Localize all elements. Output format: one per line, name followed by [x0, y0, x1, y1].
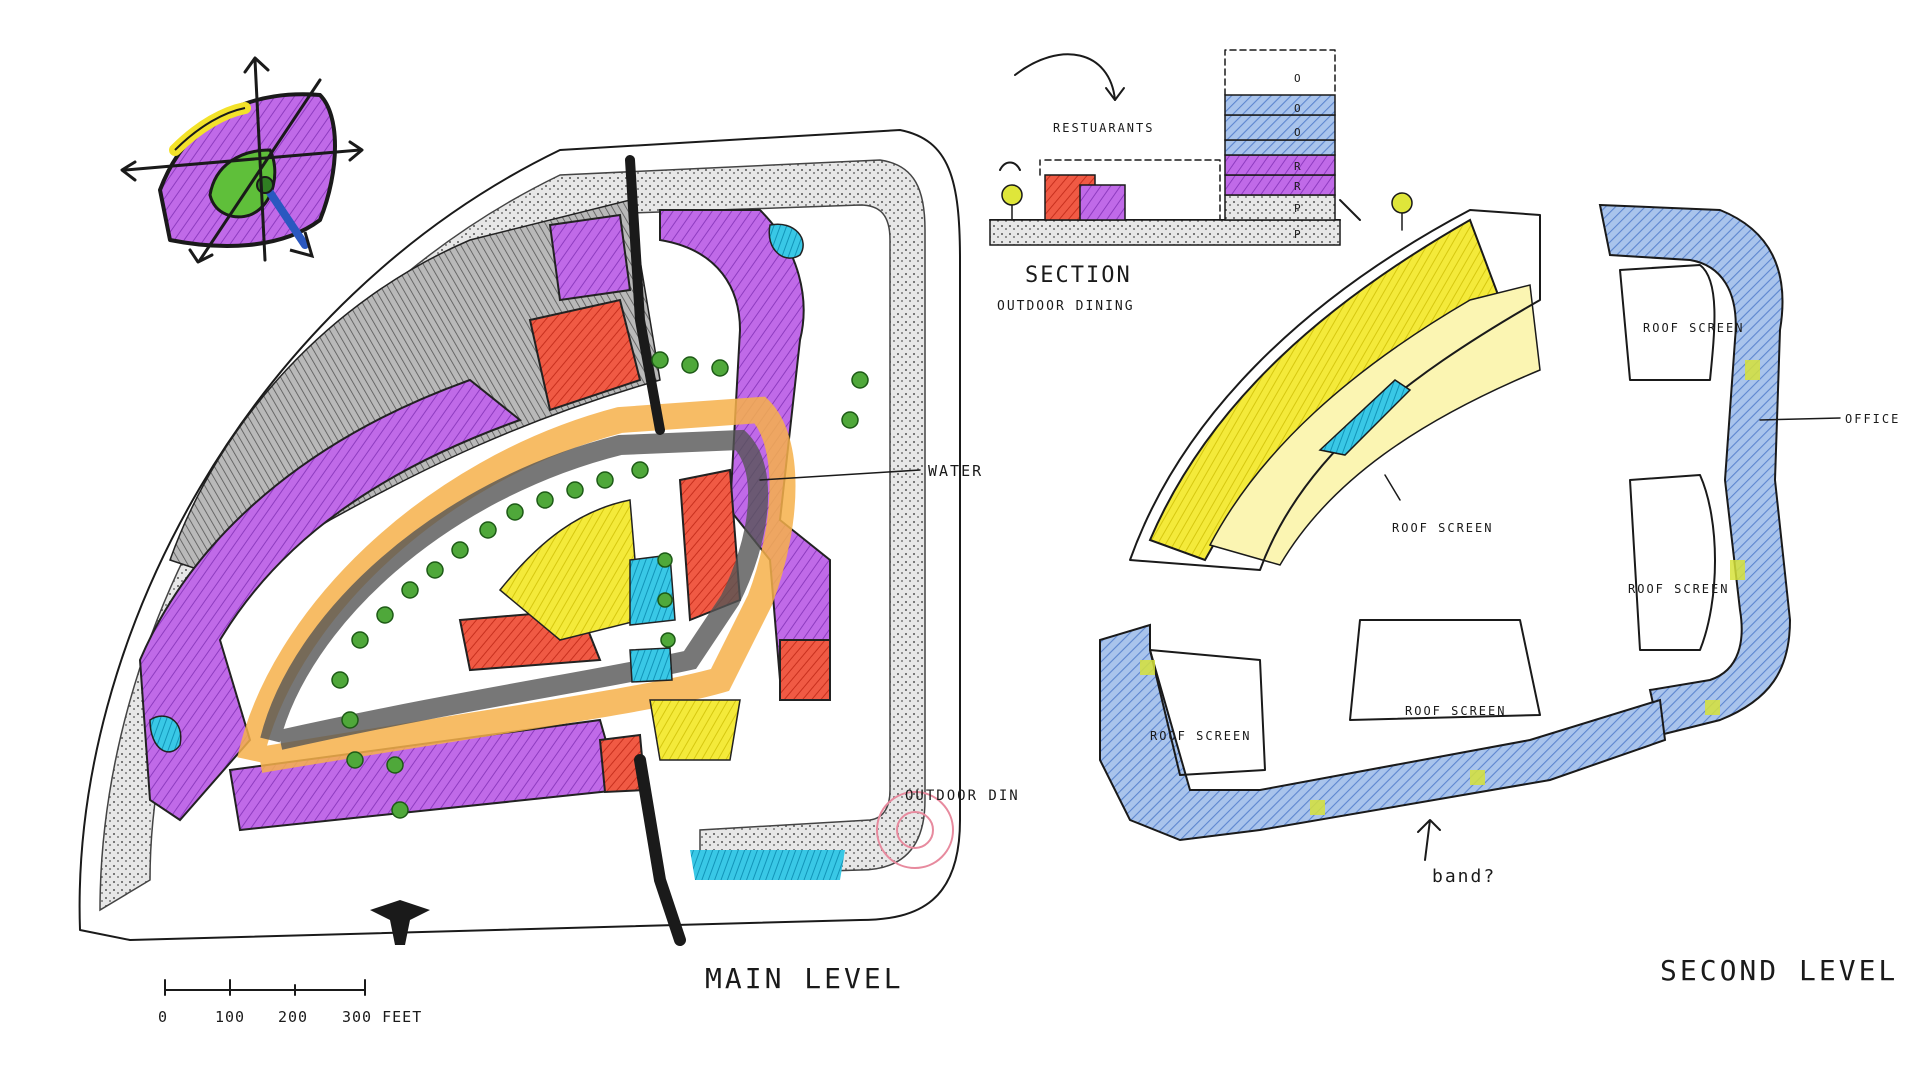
scale-tick-100: 100	[215, 1008, 245, 1026]
scale-tick-200: 200	[278, 1008, 308, 1026]
section-diagram	[989, 49, 1413, 246]
label-office: OFFICE	[1845, 412, 1900, 426]
north-building-block	[548, 213, 632, 302]
outer-building-band	[138, 378, 523, 822]
section-title: SECTION	[1025, 263, 1132, 288]
terrace-outline	[1129, 209, 1541, 571]
cyan-strip-outdoor	[690, 850, 845, 880]
label-band: band?	[1432, 866, 1496, 887]
scale-bar: 0 100 200 300 FEET	[158, 979, 422, 1026]
roof-screen-south: ROOF SCREEN	[1405, 704, 1506, 718]
site-boundary	[78, 129, 961, 941]
label-outdoor-dining-section: OUTDOOR DINING	[997, 299, 1135, 314]
main-level-title: MAIN LEVEL	[705, 962, 904, 995]
office-band-south	[1099, 623, 1667, 842]
cyan-pool-south	[629, 647, 673, 683]
section-stack-p1: P	[1294, 202, 1303, 215]
tree-row	[331, 351, 869, 819]
water-leader	[759, 469, 921, 481]
cyan-pool-ne	[768, 223, 804, 259]
band-arrow	[1417, 819, 1441, 861]
entry-arrow	[370, 900, 430, 945]
water-canal	[260, 429, 769, 750]
office-leader	[1759, 417, 1841, 421]
roundabout	[876, 791, 954, 869]
cyan-pool-sw	[149, 715, 182, 753]
section-stack-p2: P	[1294, 228, 1303, 241]
court-outline-sw	[1149, 649, 1266, 776]
second-level-title: SECOND LEVEL	[1660, 954, 1898, 987]
section-restaurant-purple	[1079, 184, 1126, 221]
section-stack-o3: O	[1294, 126, 1303, 139]
yellow-plaza	[498, 499, 641, 641]
pedestrian-path-north	[625, 155, 665, 435]
scale-tick-300-feet: 300 FEET	[342, 1008, 422, 1026]
scale-tick-0: 0	[158, 1008, 168, 1026]
section-stack-o1: O	[1294, 72, 1303, 85]
orientation-diagram	[120, 56, 364, 264]
label-water: WATER	[928, 462, 983, 480]
roof-screen-east-2: ROOF SCREEN	[1628, 582, 1729, 596]
second-level-plan	[1099, 203, 1841, 861]
red-block-north	[528, 298, 642, 412]
red-block-east	[779, 639, 831, 701]
cyan-feature-terrace	[1318, 379, 1412, 456]
court-outline-east	[1619, 264, 1716, 381]
roof-screen-east-1: ROOF SCREEN	[1643, 321, 1744, 335]
court-outline-east-2	[1629, 474, 1716, 651]
section-stack-o2: O	[1294, 102, 1303, 115]
office-band-east	[1598, 203, 1792, 737]
yellow-plaza-south	[649, 699, 741, 761]
label-restaurants: RESTUARANTS	[1053, 121, 1154, 135]
main-level-plan	[78, 129, 961, 946]
roof-screen-leader	[1384, 474, 1401, 501]
pedestrian-path-south	[634, 754, 686, 946]
promenade	[237, 396, 796, 773]
section-stack-r1: R	[1294, 160, 1303, 173]
roof-screen-terrace: ROOF SCREEN	[1392, 521, 1493, 535]
roof-screen-sw: ROOF SCREEN	[1150, 729, 1251, 743]
court-outline-south	[1349, 619, 1541, 721]
label-outdoor-dining: OUTDOOR DIN	[905, 788, 1020, 804]
section-stack-r2: R	[1294, 180, 1303, 193]
